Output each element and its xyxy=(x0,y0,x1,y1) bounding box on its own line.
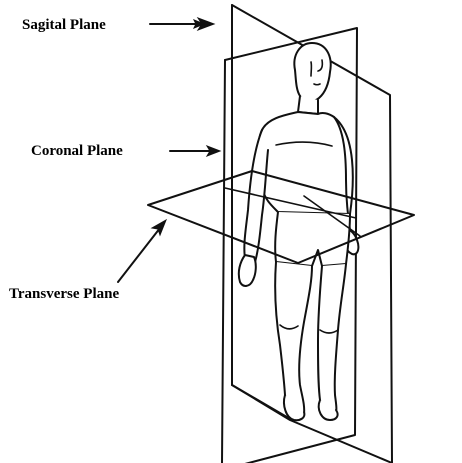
transverse-arrow xyxy=(118,220,166,282)
coronal-plane-label: Coronal Plane xyxy=(31,144,123,159)
transverse-plane xyxy=(148,171,414,263)
coronal-arrow xyxy=(170,146,220,156)
transverse-plane-label: Transverse Plane xyxy=(9,287,119,302)
sagittal-plane-label: Sagital Plane xyxy=(22,18,106,33)
sagittal-arrow xyxy=(150,18,214,30)
